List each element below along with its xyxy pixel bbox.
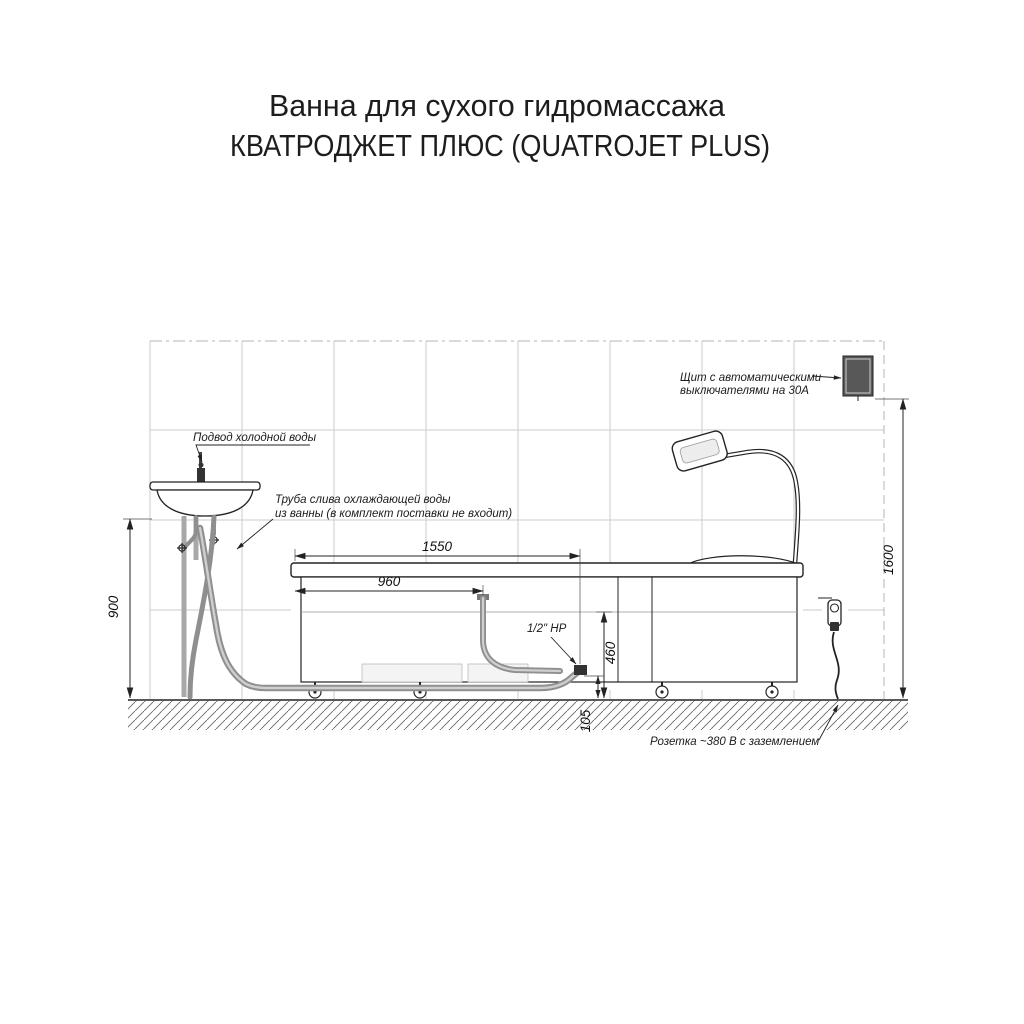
sink-tap	[197, 468, 205, 483]
breaker-panel-box	[842, 355, 874, 401]
svg-text:1600: 1600	[881, 544, 896, 575]
label-cold-water: Подвод холодной воды	[193, 432, 317, 463]
dimension-105: 105	[578, 675, 604, 732]
svg-text:выключателями на 30А: выключателями на 30А	[680, 385, 809, 397]
label-breaker-panel: Щит с автоматическими выключателями на 3…	[680, 372, 842, 397]
label-fitting-size: 1/2" НР	[527, 623, 577, 665]
dimension-960: 960	[294, 574, 484, 596]
bathtub-caster	[655, 682, 669, 699]
bathtub-rim	[290, 562, 804, 578]
flexible-arm	[671, 430, 801, 564]
svg-text:из ванны (в комплект поставки: из ванны (в комплект поставки не входит)	[275, 508, 512, 520]
title-line2: КВАТРОДЖЕТ ПЛЮС (QUATROJET PLUS)	[230, 128, 770, 163]
bathtub	[290, 555, 804, 699]
svg-text:1550: 1550	[422, 539, 453, 554]
svg-text:105: 105	[578, 709, 593, 732]
dimension-1600: 1600	[875, 398, 909, 699]
svg-text:900: 900	[106, 595, 121, 618]
sink-bowl	[156, 489, 254, 517]
svg-text:Щит с автоматическими: Щит с автоматическими	[680, 372, 822, 384]
sink	[149, 452, 261, 697]
tile-grid	[149, 341, 884, 699]
internal-drain-pipe	[477, 594, 587, 675]
skirt-recess-left	[361, 663, 463, 683]
label-power-socket: Розетка ~380 В с заземлением	[650, 704, 839, 748]
svg-text:Подвод холодной воды: Подвод холодной воды	[193, 432, 317, 444]
shutoff-valve	[177, 543, 187, 553]
svg-text:Труба слива охлаждающей воды: Труба слива охлаждающей воды	[275, 494, 451, 506]
socket-cable	[831, 631, 840, 700]
flexible-arm-head	[671, 430, 728, 472]
floor-hatch	[128, 701, 908, 730]
svg-text:960: 960	[378, 574, 401, 589]
power-socket	[818, 594, 848, 700]
svg-text:1/2" НР: 1/2" НР	[527, 623, 567, 635]
svg-text:Розетка ~380 В с заземлением: Розетка ~380 В с заземлением	[650, 736, 819, 748]
svg-text:460: 460	[603, 641, 618, 664]
drain-fitting	[574, 665, 587, 675]
dimension-900: 900	[106, 518, 152, 699]
dimension-1550: 1550	[294, 539, 581, 664]
title-line1: Ванна для сухого гидромассажа	[269, 88, 726, 123]
drain-hose	[187, 514, 582, 700]
label-drain-hose: Труба слива охлаждающей воды из ванны (в…	[236, 494, 512, 550]
sink-rim	[149, 481, 261, 491]
dimension-460: 460	[596, 611, 618, 699]
bathtub-caster	[765, 682, 779, 699]
